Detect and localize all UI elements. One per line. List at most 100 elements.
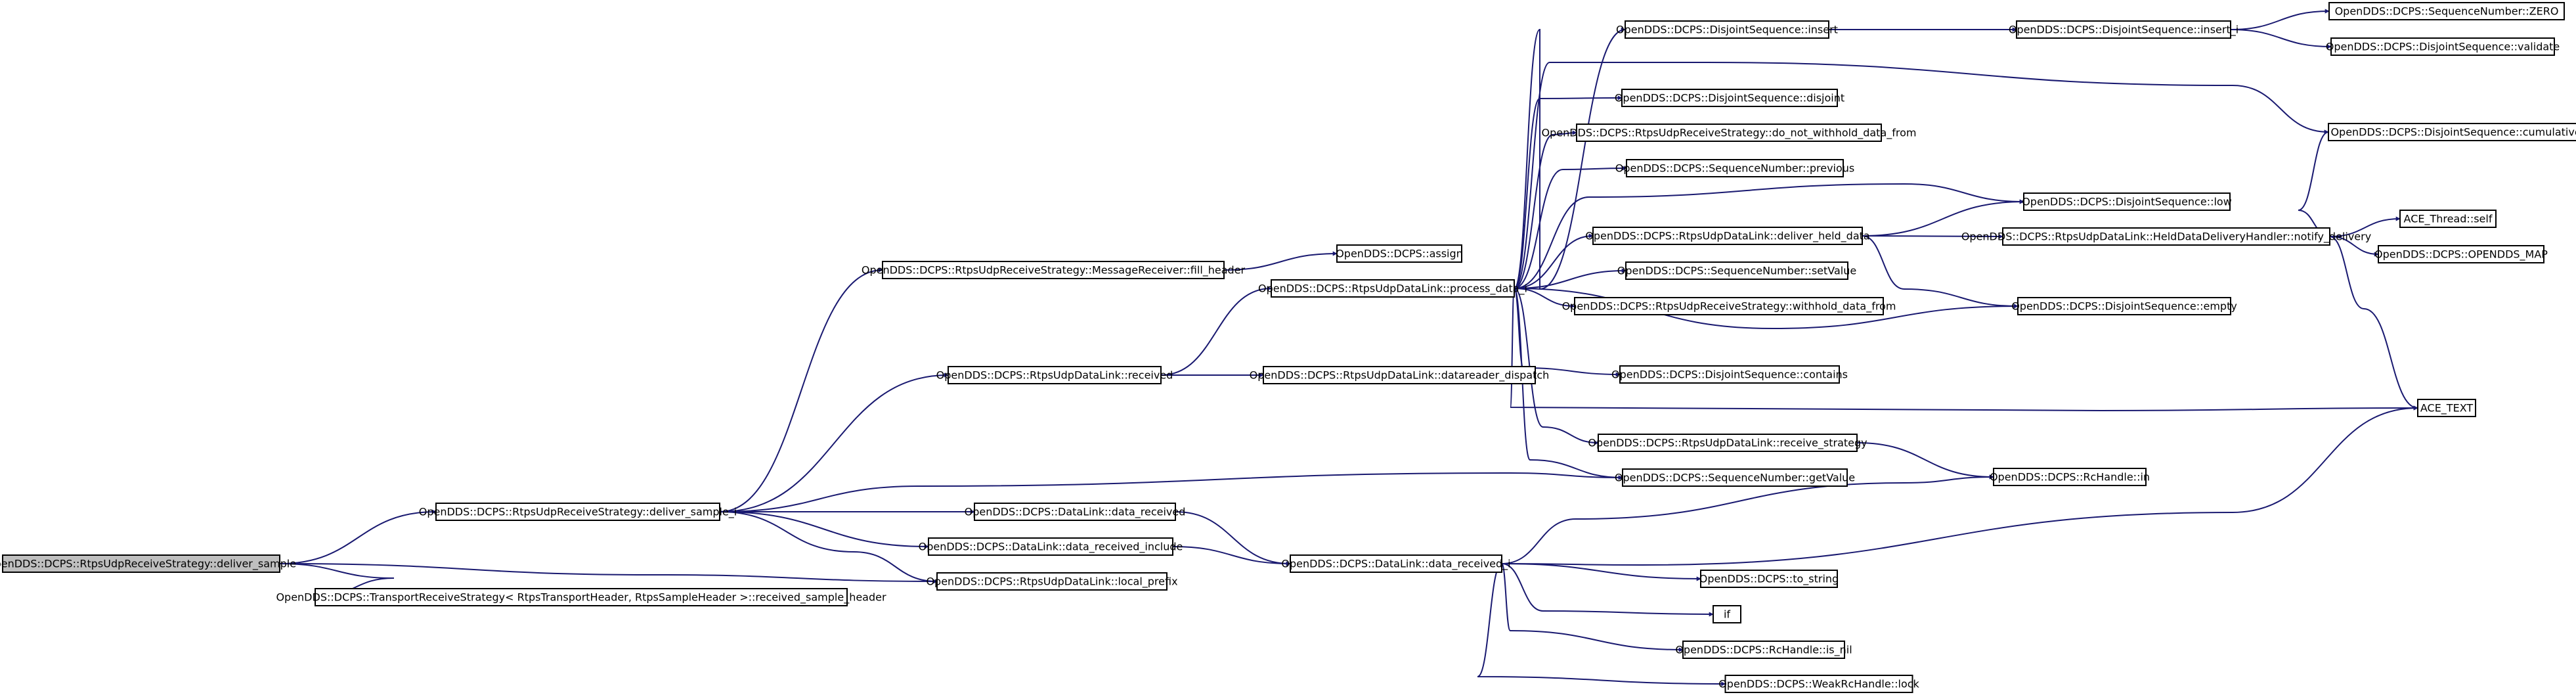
edge-fill-header-to-assign <box>1223 251 1338 271</box>
node-label: OpenDDS::DCPS::RtpsUdpDataLink::HeldData… <box>1961 231 2371 244</box>
node-opendds-map[interactable]: OpenDDS::DCPS::OPENDDS_MAP <box>2374 245 2548 263</box>
node-label: OpenDDS::DCPS::SequenceNumber::ZERO <box>2335 5 2559 18</box>
edge-data-received-i-to-is-nil <box>1501 563 1684 652</box>
node-data-received-i[interactable]: OpenDDS::DCPS::DataLink::data_received_i <box>1281 554 1511 573</box>
node-do-not-withhold[interactable]: OpenDDS::DCPS::RtpsUdpReceiveStrategy::d… <box>1541 124 1917 142</box>
edge-process-data-i-to-sn-getValue <box>1514 288 1623 480</box>
node-box <box>1713 605 1741 623</box>
node-weak-lock[interactable]: OpenDDS::DCPS::WeakRcHandle::lock <box>1718 675 1920 693</box>
edge-deliver-held-data-to-notify-delivery <box>1862 234 2003 239</box>
node-box <box>1290 554 1502 573</box>
edge-deliver-sample-to-deliver-sample-i <box>279 509 437 564</box>
node-ds-low[interactable]: OpenDDS::DCPS::DisjointSequence::low <box>2022 192 2232 211</box>
node-box <box>1626 159 1844 177</box>
edge-deliver-held-data-to-ds-low <box>1862 199 2024 237</box>
node-box <box>1598 434 1858 452</box>
node-label: OpenDDS::DCPS::RtpsUdpDataLink::dataread… <box>1250 369 1550 382</box>
node-box <box>948 366 1162 384</box>
node-assign[interactable]: OpenDDS::DCPS::assign <box>1336 244 1463 263</box>
edge-data-received-i-to-if <box>1501 563 1714 617</box>
node-label: OpenDDS::DCPS::RtpsUdpDataLink::receive_… <box>1588 437 1867 450</box>
edge-data-received-i-to-rc-in <box>1501 474 1994 564</box>
node-ds-insert-i[interactable]: OpenDDS::DCPS::DisjointSequence::insert_… <box>2009 20 2238 39</box>
node-rtps-received[interactable]: OpenDDS::DCPS::RtpsUdpDataLink::received <box>936 366 1173 384</box>
edge-ds-insert-i-to-sn-zero <box>2230 9 2330 30</box>
node-label: OpenDDS::DCPS::DisjointSequence::validat… <box>2326 41 2560 53</box>
node-sn-setValue[interactable]: OpenDDS::DCPS::SequenceNumber::setValue <box>1617 261 1856 280</box>
node-box <box>2328 123 2576 141</box>
node-box <box>2328 2 2565 20</box>
edge-process-data-i-to-sn-previous <box>1514 166 1627 289</box>
node-ds-contains[interactable]: OpenDDS::DCPS::DisjointSequence::contain… <box>1611 365 1848 384</box>
node-fill-header[interactable]: OpenDDS::DCPS::RtpsUdpReceiveStrategy::M… <box>862 261 1246 279</box>
edge-deliver-sample-i-to-fill-header <box>719 267 883 512</box>
edge-process-data-i-to-ds-insert <box>1514 27 1626 290</box>
node-label: OpenDDS::DCPS::RtpsUdpDataLink::received <box>936 369 1173 382</box>
node-process-data-i[interactable]: OpenDDS::DCPS::RtpsUdpDataLink::process_… <box>1258 279 1527 298</box>
node-box <box>1271 279 1515 298</box>
node-label: OpenDDS::DCPS::TransportReceiveStrategy<… <box>276 591 886 604</box>
node-receive-strategy[interactable]: OpenDDS::DCPS::RtpsUdpDataLink::receive_… <box>1588 434 1867 452</box>
node-sn-getValue[interactable]: OpenDDS::DCPS::SequenceNumber::getValue <box>1615 468 1855 487</box>
node-ds-empty[interactable]: OpenDDS::DCPS::DisjointSequence::empty <box>2011 297 2237 315</box>
node-label: OpenDDS::DCPS::RcHandle::in <box>1990 471 2150 484</box>
node-to-string[interactable]: OpenDDS::DCPS::to_string <box>1699 570 1839 588</box>
edge-data-received-include-to-data-received-i <box>1172 546 1291 566</box>
node-box <box>936 572 1168 591</box>
node-ds-insert[interactable]: OpenDDS::DCPS::DisjointSequence::insert <box>1616 20 1838 39</box>
node-if[interactable]: if <box>1713 605 1741 623</box>
node-ds-disjoint[interactable]: OpenDDS::DCPS::DisjointSequence::disjoin… <box>1615 89 1845 107</box>
node-deliver-sample[interactable]: OpenDDS::DCPS::RtpsUdpReceiveStrategy::d… <box>0 554 296 573</box>
edge-deliver-sample-i-to-data-received-include <box>719 511 929 549</box>
node-ds-cumulative-ack[interactable]: OpenDDS::DCPS::DisjointSequence::cumulat… <box>2328 123 2576 141</box>
node-box <box>928 537 1173 556</box>
edge-data-received-to-data-received-i <box>1175 511 1291 566</box>
node-label: ACE_TEXT <box>2420 402 2474 415</box>
node-rc-in[interactable]: OpenDDS::DCPS::RcHandle::in <box>1990 468 2150 486</box>
node-data-received-include[interactable]: OpenDDS::DCPS::DataLink::data_received_i… <box>919 537 1183 556</box>
node-label: OpenDDS::DCPS::DisjointSequence::empty <box>2011 300 2237 313</box>
edge-process-data-i-to-receive-strategy <box>1514 288 1599 445</box>
node-box <box>1724 675 1913 693</box>
node-box <box>2378 245 2544 263</box>
node-received-sample-header[interactable]: OpenDDS::DCPS::TransportReceiveStrategy<… <box>276 588 886 606</box>
node-label: OpenDDS::DCPS::assign <box>1336 248 1463 260</box>
node-box <box>435 503 720 521</box>
node-ace-thread-self[interactable]: ACE_Thread::self <box>2399 210 2497 228</box>
edge-process-data-i-to-ds-cumulative-ack <box>1514 62 2329 289</box>
node-box <box>2 554 280 573</box>
node-datareader-dispatch[interactable]: OpenDDS::DCPS::RtpsUdpDataLink::dataread… <box>1250 366 1550 384</box>
edge-rtps-received-to-process-data-i <box>1160 286 1272 376</box>
node-label: ACE_Thread::self <box>2404 213 2493 226</box>
node-is-nil[interactable]: OpenDDS::DCPS::RcHandle::is_nil <box>1675 641 1852 659</box>
node-box <box>1619 365 1840 384</box>
node-label: OpenDDS::DCPS::DisjointSequence::cumulat… <box>2330 126 2576 139</box>
node-label: OpenDDS::DCPS::to_string <box>1699 573 1839 586</box>
node-deliver-sample-i[interactable]: OpenDDS::DCPS::RtpsUdpReceiveStrategy::d… <box>419 503 737 521</box>
call-edges <box>279 9 2418 687</box>
node-box <box>974 503 1176 521</box>
node-label: OpenDDS::DCPS::WeakRcHandle::lock <box>1718 678 1919 690</box>
node-ds-validate[interactable]: OpenDDS::DCPS::DisjointSequence::validat… <box>2326 37 2560 56</box>
node-data-received[interactable]: OpenDDS::DCPS::DataLink::data_received <box>965 503 1186 521</box>
edge-process-data-i-to-ace-text <box>1510 288 2418 412</box>
node-box <box>315 588 848 606</box>
node-label: OpenDDS::DCPS::RtpsUdpDataLink::local_pr… <box>926 575 1177 589</box>
node-label: OpenDDS::DCPS::DisjointSequence::low <box>2022 196 2232 208</box>
node-box <box>1574 297 1884 315</box>
node-deliver-held-data[interactable]: OpenDDS::DCPS::RtpsUdpDataLink::deliver_… <box>1585 227 1870 245</box>
node-ace-text[interactable]: ACE_TEXT <box>2417 399 2476 417</box>
edge-notify-delivery-to-ace-thread-self <box>2329 216 2401 237</box>
node-box <box>882 261 1225 279</box>
node-local-prefix[interactable]: OpenDDS::DCPS::RtpsUdpDataLink::local_pr… <box>926 572 1178 591</box>
node-box <box>1263 366 1536 384</box>
node-label: OpenDDS::DCPS::SequenceNumber::getValue <box>1615 472 1855 484</box>
node-box <box>1700 570 1838 588</box>
node-sn-zero[interactable]: OpenDDS::DCPS::SequenceNumber::ZERO <box>2328 2 2565 20</box>
node-notify-delivery[interactable]: OpenDDS::DCPS::RtpsUdpDataLink::HeldData… <box>1961 227 2371 246</box>
node-sn-previous[interactable]: OpenDDS::DCPS::SequenceNumber::previous <box>1615 159 1855 177</box>
node-box <box>2002 227 2330 246</box>
node-withhold-data-from[interactable]: OpenDDS::DCPS::RtpsUdpReceiveStrategy::w… <box>1562 297 1896 315</box>
